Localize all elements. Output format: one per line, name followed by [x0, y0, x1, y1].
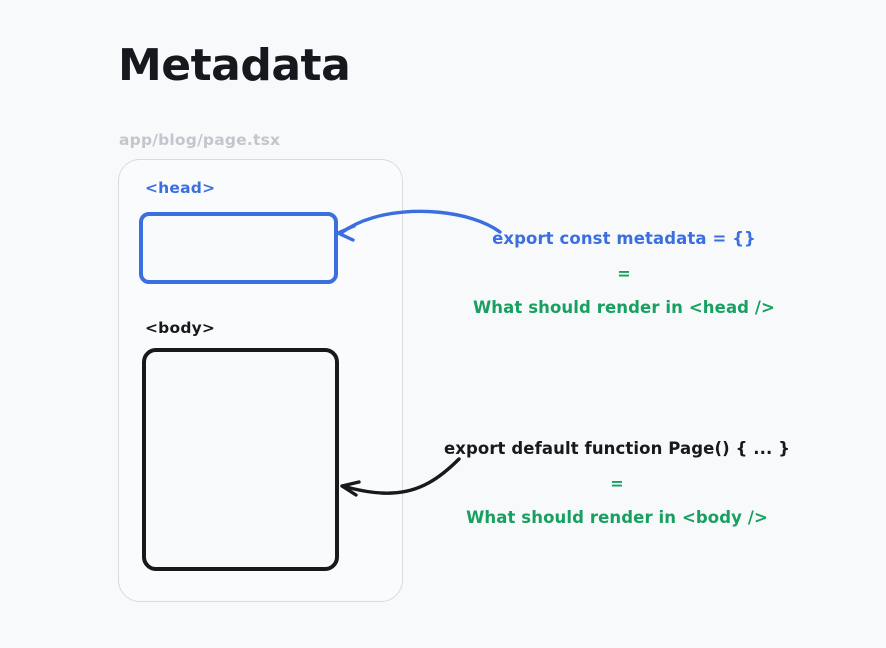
body-annotation-meaning: What should render in <body />	[466, 507, 768, 527]
page-title: Metadata	[118, 40, 351, 91]
head-annotation-equals: =	[617, 263, 631, 283]
head-annotation-code: export const metadata = {}	[492, 229, 756, 248]
head-annotation-meaning: What should render in <head />	[473, 297, 775, 317]
head-section-label: <head>	[145, 179, 216, 197]
body-annotation-code: export default function Page() { ... }	[443, 439, 791, 458]
body-region-box	[142, 348, 339, 571]
head-annotation: export const metadata = {} = What should…	[449, 229, 799, 318]
body-section-label: <body>	[145, 319, 216, 337]
body-annotation: export default function Page() { ... } =…	[437, 439, 797, 528]
head-region-box	[139, 212, 338, 284]
file-path-caption: app/blog/page.tsx	[119, 131, 281, 149]
body-annotation-equals: =	[610, 473, 624, 493]
